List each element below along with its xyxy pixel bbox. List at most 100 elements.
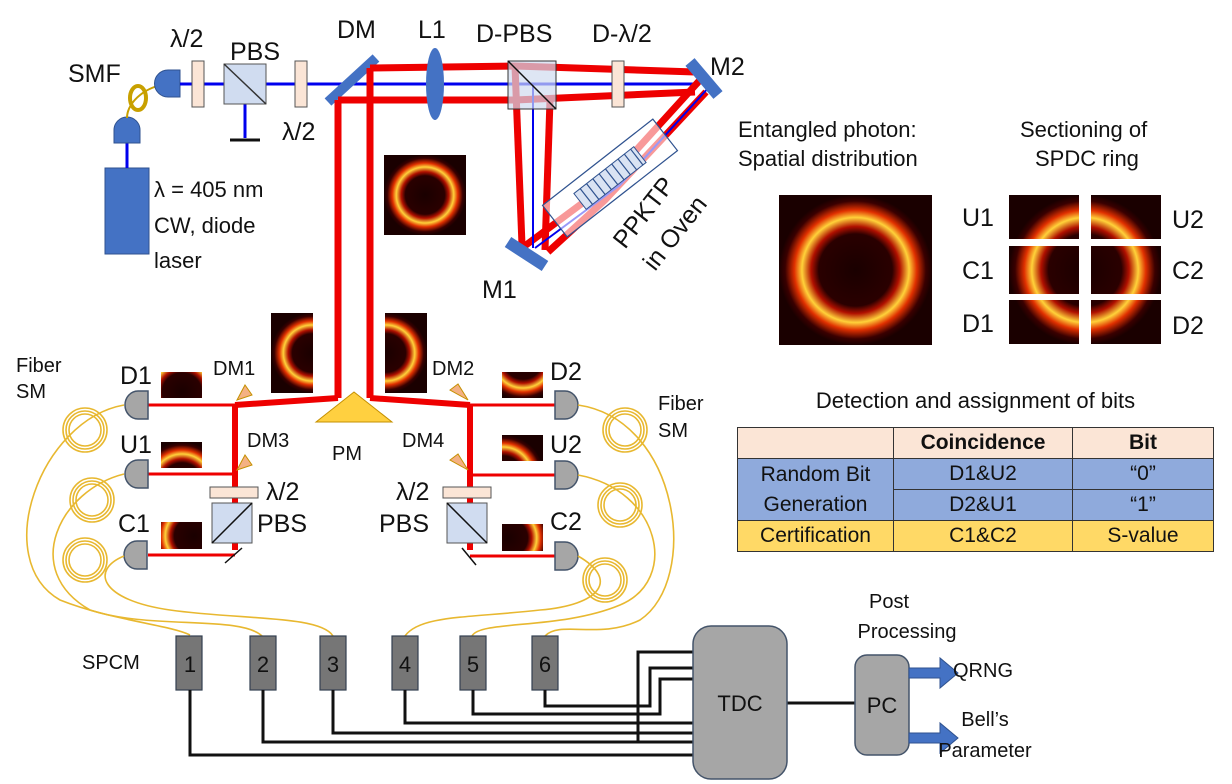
bell-arrow-icon [908, 721, 959, 755]
section-label-d1: D1 [962, 310, 994, 338]
spcm-3 [319, 635, 347, 691]
label-hwp2: λ/2 [282, 118, 315, 146]
section-label-u2: U2 [1172, 206, 1204, 234]
cell-bit: “1” [1072, 489, 1214, 521]
spcm-4 [391, 635, 419, 691]
group-label-line2: Generation [763, 492, 868, 516]
table-header-row: Coincidence Bit [737, 427, 1214, 459]
detector-u1 [124, 459, 149, 489]
header-coincidence: Coincidence [893, 427, 1073, 459]
header-bit: Bit [1072, 427, 1214, 459]
cell-bit: “0” [1072, 458, 1214, 490]
dm2-icon [449, 383, 469, 401]
group-label-line1: Random Bit [760, 462, 871, 486]
section-label-c1: C1 [962, 257, 994, 285]
half-wave-plate-1 [191, 60, 205, 108]
det-label-c2: C2 [550, 508, 582, 536]
spcm-channel-5: 5 [467, 652, 479, 677]
label-hwp-left: λ/2 [266, 478, 299, 506]
table-row: Random Bit Generation D1&U2 “0” [737, 458, 1214, 521]
label-pbs-right: PBS [379, 510, 429, 538]
header-empty [737, 427, 894, 459]
laser-box [104, 167, 150, 255]
detector-c2 [554, 541, 579, 571]
qrng-arrow-icon [908, 656, 959, 690]
post-label-1: Post [869, 591, 909, 613]
label-dpbs: D-PBS [476, 20, 552, 48]
half-ring-left [271, 313, 313, 393]
cell-coincidence: D1&U2 [893, 458, 1073, 490]
cell-coincidence: C1&C2 [893, 520, 1073, 552]
spcm-channel-3: 3 [327, 652, 339, 677]
label-dhwp: D-λ/2 [592, 20, 652, 48]
hwp-right [442, 486, 492, 499]
sect-title-1: Sectioning of [1020, 117, 1148, 142]
label-m2: M2 [710, 53, 745, 81]
fiber-bundle [26, 404, 675, 637]
det-label-u2: U2 [550, 431, 582, 459]
detector-d1 [124, 390, 149, 420]
output-bell-1: Bell’s [961, 709, 1008, 731]
pc-label: PC [867, 693, 898, 718]
lens-l1 [426, 48, 444, 120]
sectioned-ring [1009, 195, 1161, 344]
fiber-coupler-output-icon [154, 69, 181, 98]
detector-u2 [554, 460, 579, 490]
mirror-m1 [504, 236, 549, 272]
label-dm4: DM4 [402, 430, 444, 452]
table-title: Detection and assignment of bits [815, 388, 1136, 413]
cell-bit: S-value [1072, 520, 1214, 552]
spcm-channel-4: 4 [399, 652, 411, 677]
label-dm3: DM3 [247, 430, 289, 452]
label-dm1: DM1 [213, 358, 255, 380]
section-label-d2: D2 [1172, 312, 1204, 340]
post-label-2: Processing [858, 621, 957, 643]
tdc-label: TDC [717, 691, 762, 716]
label-pbs: PBS [230, 38, 280, 66]
smf-loop-icon [128, 84, 148, 112]
fiber-right-1: Fiber [658, 393, 704, 415]
label-hwp1: λ/2 [170, 25, 203, 53]
cell-coincidence: D2&U1 [893, 489, 1073, 521]
label-spcm: SPCM [82, 652, 140, 674]
spatial-title-1: Entangled photon: [738, 117, 917, 142]
spcm-channel-2: 2 [257, 652, 269, 677]
label-l1: L1 [418, 16, 446, 44]
fiber-right-2: SM [658, 420, 688, 442]
group-label-random: Random Bit Generation [737, 458, 894, 521]
label-laser-3: laser [154, 248, 202, 273]
output-bell-2: Parameter [938, 740, 1032, 762]
section-label-c2: C2 [1172, 257, 1204, 285]
cell-label: Certification [737, 520, 894, 552]
dm3-icon [235, 454, 253, 471]
label-pm: PM [332, 443, 362, 465]
spcm-channel-1: 1 [184, 652, 196, 677]
label-smf: SMF [68, 60, 121, 88]
ppktp-crystal [573, 146, 647, 210]
pc-box[interactable] [854, 654, 910, 756]
table-row: Certification C1&C2 S-value [737, 520, 1214, 552]
det-label-u1: U1 [120, 431, 152, 459]
label-laser-2: CW, diode [154, 213, 256, 238]
detector-d2 [554, 390, 579, 420]
spdc-ring-image-large [779, 195, 932, 345]
d-half-wave-plate [611, 60, 625, 108]
dichroic-mirror [324, 54, 380, 106]
label-dm2: DM2 [432, 358, 474, 380]
output-qrng: QRNG [953, 660, 1013, 682]
label-pbs-left: PBS [257, 510, 307, 538]
mirror-m2 [685, 58, 723, 99]
bit-assignment-table: Coincidence Bit Random Bit Generation D1… [737, 427, 1214, 552]
label-dm: DM [337, 16, 376, 44]
sect-title-2: SPDC ring [1035, 146, 1139, 171]
table-row: D2&U1 “1” [738, 489, 1214, 521]
tdc-box[interactable] [692, 625, 788, 780]
fiber-left-1: Fiber [16, 355, 62, 377]
label-m1: M1 [482, 276, 517, 304]
fiber-coupler-icon [113, 116, 141, 144]
fiber-left-2: SM [16, 381, 46, 403]
dm1-icon [235, 384, 253, 401]
detector-c1 [123, 540, 148, 570]
spcm-channel-6: 6 [539, 652, 551, 677]
